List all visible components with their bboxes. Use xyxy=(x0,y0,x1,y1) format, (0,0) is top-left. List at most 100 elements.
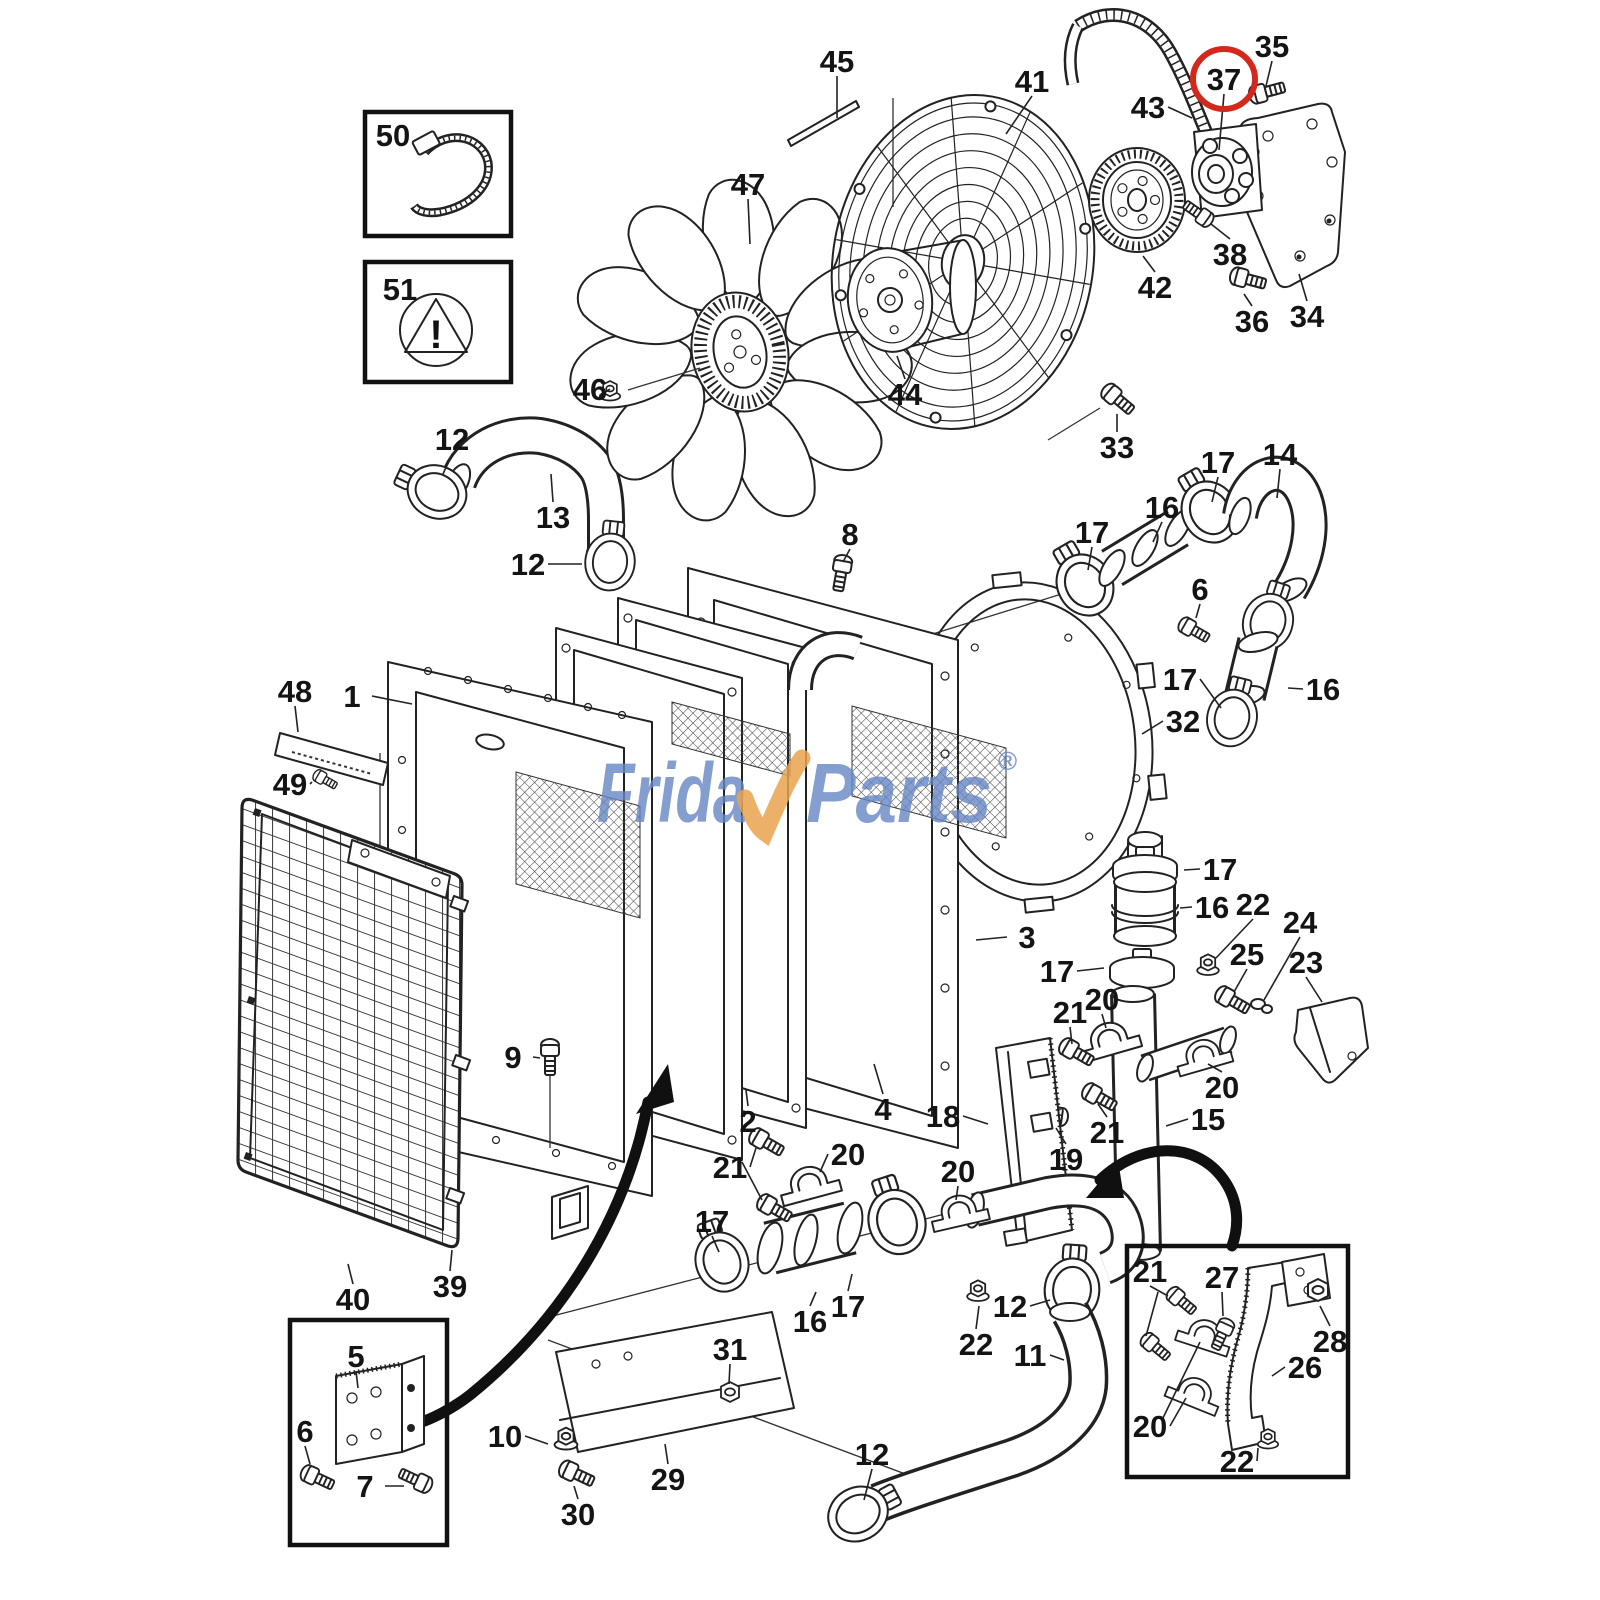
callout-7: 7 xyxy=(356,1469,373,1504)
callout-47: 47 xyxy=(731,167,765,202)
callout-15: 15 xyxy=(1191,1102,1225,1137)
callout-25: 25 xyxy=(1230,937,1264,972)
pipe-with-saddles xyxy=(1074,1014,1237,1083)
leader-17 xyxy=(1076,967,1105,972)
leader-21 xyxy=(749,1147,757,1168)
callout-43: 43 xyxy=(1131,90,1165,125)
part-grille-39 xyxy=(236,797,472,1249)
callout-41: 41 xyxy=(1015,64,1049,99)
leader-36 xyxy=(1243,293,1253,307)
leader-17 xyxy=(1087,546,1093,571)
callout-29: 29 xyxy=(651,1462,685,1497)
leader-49 xyxy=(309,781,313,785)
nut-46-guide xyxy=(627,367,701,391)
callout-16: 16 xyxy=(1145,490,1179,525)
callout-51: 51 xyxy=(383,272,417,307)
callout-9: 9 xyxy=(504,1040,521,1075)
leader-23 xyxy=(1305,976,1323,1003)
leader-12 xyxy=(863,1468,873,1501)
leader-1 xyxy=(371,695,413,705)
part-bracket-23 xyxy=(1293,996,1369,1084)
callout-45: 45 xyxy=(820,44,854,79)
leader-5 xyxy=(355,1370,359,1389)
part-rod-45 xyxy=(787,100,860,147)
part-pulley-42 xyxy=(1088,147,1186,253)
leader-28 xyxy=(1319,1305,1331,1327)
leader-22 xyxy=(975,1305,980,1330)
watermark-text-left: Frida xyxy=(597,746,747,840)
callout-17: 17 xyxy=(1201,445,1235,480)
callout-10: 10 xyxy=(488,1419,522,1454)
leader-17 xyxy=(847,1273,853,1292)
leader-16 xyxy=(1287,687,1304,690)
inset-box-51: ! xyxy=(362,259,514,385)
callout-21: 21 xyxy=(1053,995,1087,1030)
callout-32: 32 xyxy=(1166,704,1200,739)
callout-4: 4 xyxy=(874,1092,892,1127)
callout-12: 12 xyxy=(435,422,469,457)
part-sticker-48 xyxy=(274,732,389,786)
callout-17: 17 xyxy=(1040,954,1074,989)
leader-37 xyxy=(1218,93,1225,151)
callout-2: 2 xyxy=(739,1104,756,1139)
leader-2 xyxy=(745,1089,749,1107)
callout-16: 16 xyxy=(1195,890,1229,925)
callout-14: 14 xyxy=(1263,437,1298,472)
callout-44: 44 xyxy=(888,377,923,412)
leader-41 xyxy=(1005,95,1033,135)
callout-35: 35 xyxy=(1255,29,1289,64)
part-fan-47 xyxy=(563,178,917,529)
leader-20 xyxy=(955,1185,959,1201)
callout-11: 11 xyxy=(1014,1338,1047,1373)
leader-19 xyxy=(1055,1127,1067,1145)
leader-44 xyxy=(896,355,906,380)
leader-17 xyxy=(711,1235,720,1253)
watermark-text-right: Parts xyxy=(806,746,992,840)
leader-25 xyxy=(1233,968,1248,993)
watermark: Frida Parts ® xyxy=(597,746,1017,847)
leader-16 xyxy=(1179,906,1193,909)
leader-20 xyxy=(1169,1397,1187,1427)
callout-1: 1 xyxy=(343,679,360,714)
leader-17 xyxy=(1199,678,1222,709)
callout-48: 48 xyxy=(278,674,312,709)
inset-box-5 xyxy=(287,1317,450,1548)
hose-chain-lower xyxy=(681,1124,1145,1302)
callout-19: 19 xyxy=(1049,1142,1083,1177)
callout-23: 23 xyxy=(1289,945,1323,980)
callout-30: 30 xyxy=(561,1497,595,1532)
part-hose-13 xyxy=(386,416,640,594)
leader-21 xyxy=(1097,1103,1108,1118)
leader-34 xyxy=(1298,273,1308,302)
core-hatch-patches xyxy=(515,701,1007,919)
u-channel xyxy=(551,1185,589,1240)
callout-21: 21 xyxy=(713,1150,747,1185)
watermark-checkmark xyxy=(736,749,811,847)
leader-15 xyxy=(1165,1118,1189,1127)
leader-17 xyxy=(1183,868,1201,871)
inset-box-26 xyxy=(1124,1243,1351,1480)
callout-12: 12 xyxy=(855,1437,889,1472)
callout-34: 34 xyxy=(1290,299,1325,334)
leader-6 xyxy=(1195,603,1201,619)
callout-17: 17 xyxy=(1163,662,1197,697)
leader-16 xyxy=(809,1291,817,1307)
leader-48 xyxy=(294,705,299,733)
callout-18: 18 xyxy=(926,1099,960,1134)
callout-20: 20 xyxy=(1085,982,1119,1017)
callout-28: 28 xyxy=(1313,1324,1347,1359)
callout-20: 20 xyxy=(941,1154,975,1189)
leader-3 xyxy=(975,936,1008,941)
leader-46 xyxy=(599,388,611,397)
callout-20: 20 xyxy=(1133,1409,1167,1444)
callout-40: 40 xyxy=(336,1282,370,1317)
leader-8 xyxy=(842,548,851,563)
leader-21 xyxy=(1069,1026,1073,1045)
leader-42 xyxy=(1142,255,1156,273)
leader-9 xyxy=(532,1056,541,1059)
leader-21 xyxy=(1149,1285,1169,1297)
callout-31: 31 xyxy=(713,1332,747,1367)
callout-20: 20 xyxy=(831,1137,865,1172)
